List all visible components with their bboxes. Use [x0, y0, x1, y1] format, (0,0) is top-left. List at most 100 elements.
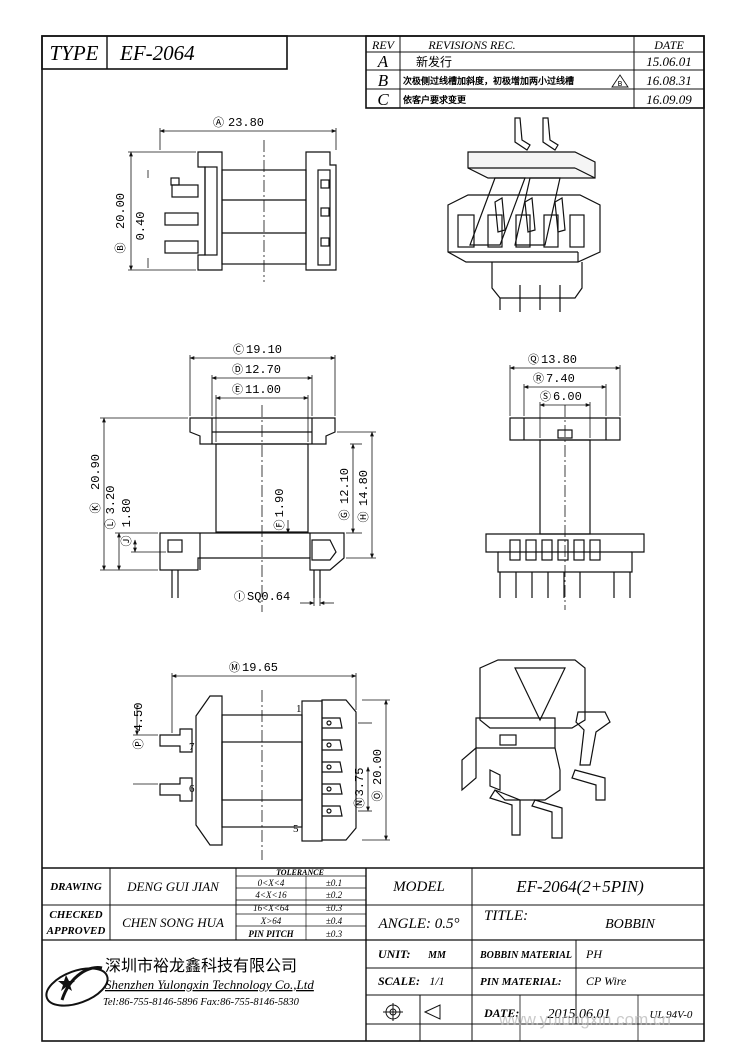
- dim-a-label: Ⓐ: [213, 116, 224, 130]
- dim-q-label: Ⓠ: [528, 353, 539, 367]
- drawing-name: DENG GUI JIAN: [126, 879, 220, 894]
- pin-number-7: 7: [189, 741, 195, 753]
- dim-e-label: Ⓔ: [232, 383, 243, 397]
- dim-m-value: 19.65: [242, 661, 278, 675]
- dim-f-label: Ⓕ: [273, 520, 287, 531]
- rev-b-desc: 次极侧过线槽加斜度，初极增加两小过线槽: [403, 75, 574, 87]
- bobbin-material-label: BOBBIN MATERIAL: [479, 950, 572, 961]
- revision-table: REV REVISIONS REC. DATE A 新发行 15.06.01 B…: [365, 35, 705, 109]
- dim-n-value: 3.75: [353, 768, 367, 797]
- side-view-top: [164, 140, 337, 282]
- dim-c-value: 19.10: [246, 343, 282, 357]
- pin-number-5: 5: [293, 823, 299, 835]
- rev-header: REV: [371, 38, 396, 52]
- rev-a-date: 15.06.01: [646, 54, 692, 69]
- dim-f-value: 1.90: [273, 489, 287, 518]
- dim-q-value: 13.80: [541, 353, 577, 367]
- dim-k-label: Ⓚ: [89, 503, 103, 514]
- side-view-top-dims: [128, 128, 337, 271]
- bottom-view-dims: [133, 673, 390, 841]
- type-label: TYPE: [49, 41, 98, 65]
- date-label: DATE:: [483, 1006, 519, 1020]
- company-contact: Tel:86-755-8146-5896 Fax:86-755-8146-583…: [103, 997, 300, 1008]
- dim-j-label: Ⓙ: [120, 536, 134, 547]
- checked-label: CHECKED: [49, 909, 102, 921]
- date-value: 2015.06.01: [548, 1007, 611, 1022]
- date-header: DATE: [653, 38, 684, 52]
- watermark: www.yulongxin.com.cn: [498, 1010, 671, 1029]
- title-label: TITLE:: [484, 908, 528, 924]
- type-header: TYPE EF-2064: [41, 35, 288, 70]
- tol-value-1: ±0.1: [326, 878, 342, 888]
- title-value: BOBBIN: [605, 917, 655, 932]
- dim-b-value: 20.00: [114, 193, 128, 229]
- company-name-en: Shenzhen Yulongxin Technology Co.,Ltd: [105, 977, 314, 992]
- model-value: EF-2064(2+5PIN): [515, 877, 644, 896]
- dim-j-value: 1.80: [120, 499, 134, 528]
- front-view-dims: [100, 355, 376, 606]
- dim-c-label: Ⓒ: [233, 343, 244, 357]
- rev-c-desc: 依客户要求变更: [403, 94, 467, 106]
- dim-a-value: 23.80: [228, 116, 264, 130]
- tol-range-1: 0<X<4: [258, 878, 285, 888]
- isometric-view-bottom: [461, 659, 611, 839]
- dim-h-label: Ⓗ: [357, 512, 371, 523]
- dim-e-value: 11.00: [245, 383, 281, 397]
- projection-symbol-icon: [383, 1003, 441, 1021]
- dim-g-label: Ⓖ: [338, 510, 352, 521]
- scale-value: 1/1: [429, 974, 444, 988]
- bobbin-material-value: PH: [585, 947, 603, 961]
- angle-text: ANGLE: 0.5°: [378, 916, 460, 932]
- rev-b-date: 16.08.31: [646, 73, 692, 88]
- dim-r-value: 7.40: [546, 372, 575, 386]
- rev-b: B: [378, 71, 389, 90]
- dim-h-value: 14.80: [357, 470, 371, 506]
- company-logo: [45, 965, 109, 1007]
- dim-gap-value: 0.40: [134, 212, 148, 241]
- tolerance-title: TOLERANCE: [276, 868, 324, 877]
- dim-i-label: Ⓘ: [234, 590, 245, 604]
- dim-p-value: 4.50: [132, 703, 146, 732]
- dim-o-value: 20.00: [371, 749, 385, 785]
- tol-value-5: ±0.3: [326, 929, 343, 939]
- tol-range-3: 16<X<64: [253, 903, 289, 913]
- rev-b-mark: B: [618, 80, 623, 88]
- bottom-view: [159, 690, 357, 860]
- tol-value-2: ±0.2: [326, 890, 343, 900]
- rev-c-date: 16.09.09: [646, 92, 692, 107]
- dim-o-label: Ⓞ: [371, 791, 385, 802]
- isometric-view-top: [447, 117, 601, 312]
- approved-label: APPROVED: [46, 925, 106, 937]
- tol-value-4: ±0.4: [326, 916, 343, 926]
- unit-label: UNIT:: [378, 947, 410, 961]
- pin-number-1: 1: [296, 703, 302, 715]
- dim-d-label: Ⓓ: [232, 363, 243, 377]
- rev-a-desc: 新发行: [416, 54, 452, 69]
- tol-range-5: PIN PITCH: [248, 929, 294, 939]
- company-name-cn: 深圳市裕龙鑫科技有限公司: [105, 956, 297, 975]
- pin-number-6: 6: [189, 783, 195, 795]
- side-view-right: [485, 405, 645, 610]
- title-block: [42, 867, 704, 1041]
- dim-l-value: 3.20: [104, 486, 118, 515]
- dim-s-label: Ⓢ: [540, 390, 551, 404]
- side-view-right-dims: [509, 365, 621, 438]
- pin-material-label: PIN MATERIAL:: [480, 976, 562, 988]
- rev-a: A: [377, 52, 389, 71]
- unit-value: MM: [427, 950, 447, 961]
- dim-d-value: 12.70: [245, 363, 281, 377]
- checked-name: CHEN SONG HUA: [122, 915, 224, 930]
- tol-range-2: 4<X<16: [255, 890, 287, 900]
- dim-n-label: Ⓝ: [353, 798, 367, 809]
- dim-i-value: SQ0.64: [247, 590, 290, 604]
- type-value: EF-2064: [119, 41, 195, 65]
- dim-k-value: 20.90: [89, 454, 103, 490]
- rev-c: C: [377, 90, 389, 109]
- front-view: [159, 405, 345, 612]
- dim-b-label: Ⓑ: [114, 243, 128, 254]
- dim-g-value: 12.10: [338, 468, 352, 504]
- dim-l-label: Ⓛ: [104, 519, 118, 530]
- model-label: MODEL: [392, 879, 445, 895]
- tol-value-3: ±0.3: [326, 903, 343, 913]
